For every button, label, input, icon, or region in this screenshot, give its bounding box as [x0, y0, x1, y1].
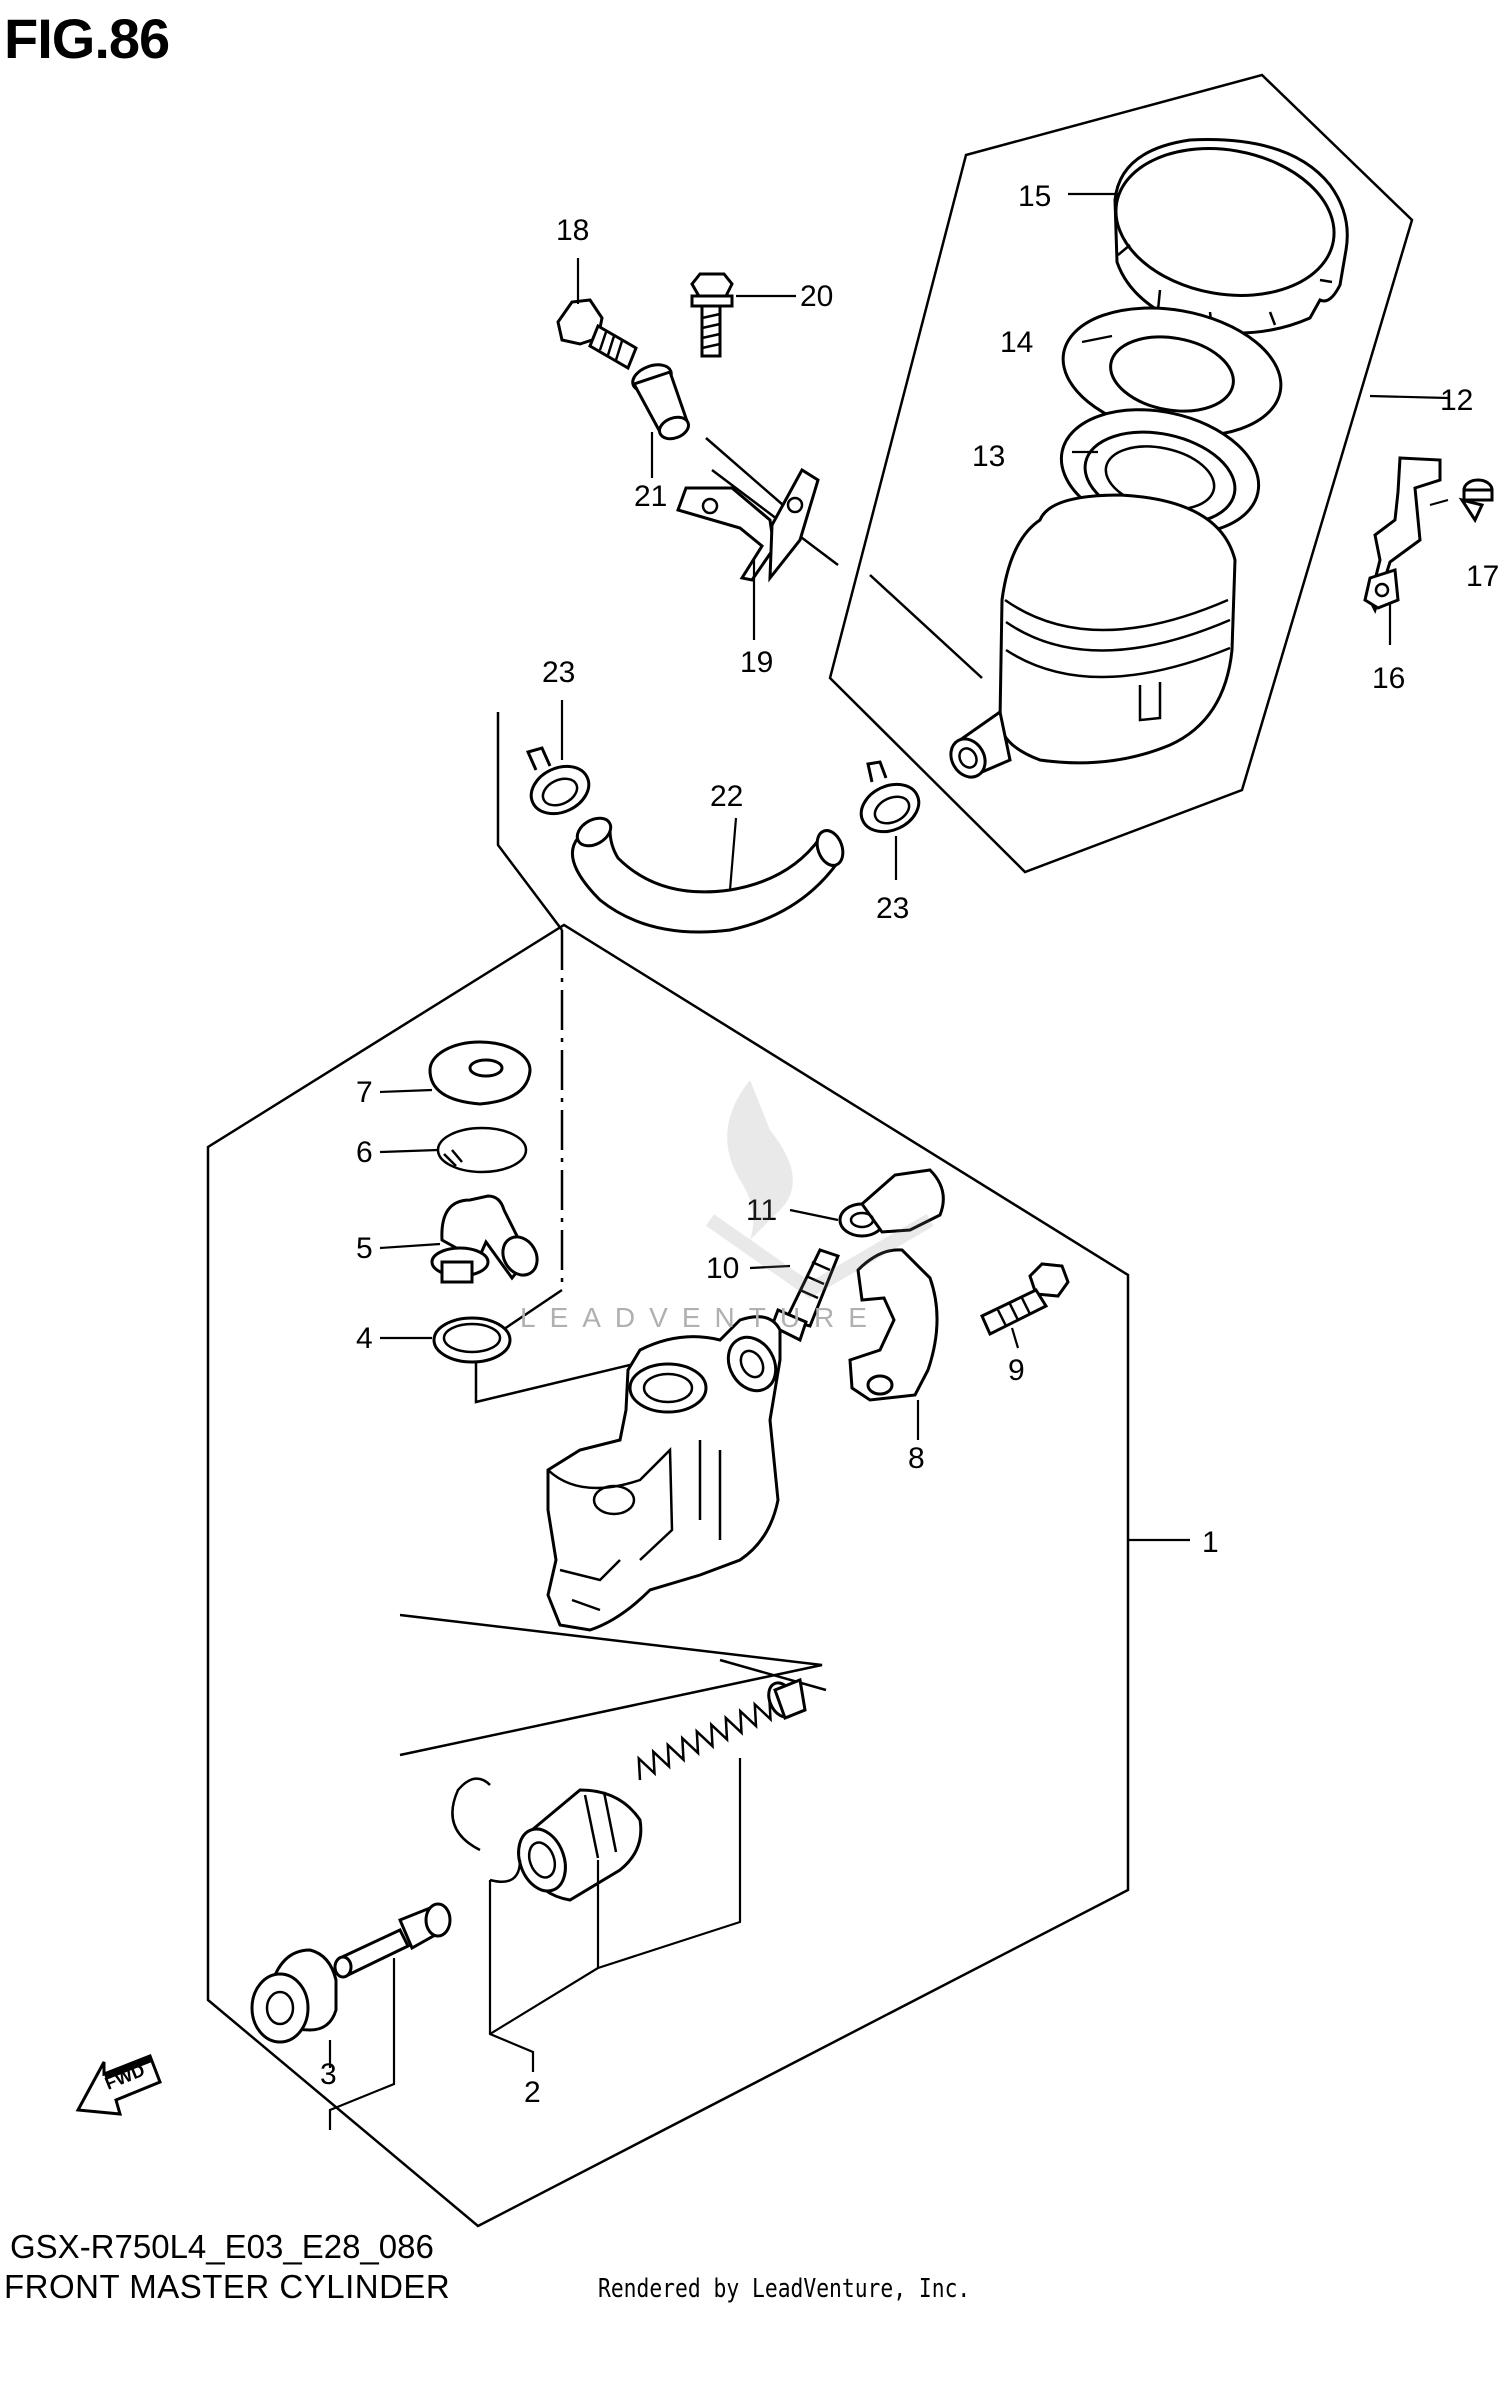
callout-9: 9 — [1008, 1354, 1025, 1387]
callout-14: 14 — [1000, 326, 1033, 359]
guide-line-bracket — [705, 437, 784, 506]
guide-line-upper — [496, 712, 563, 931]
callout-23-lower: 23 — [876, 892, 909, 925]
union-bolt — [556, 298, 638, 371]
callout-4: 4 — [356, 1322, 373, 1355]
callout-1: 1 — [1202, 1526, 1219, 1559]
callout-2: 2 — [524, 2076, 541, 2109]
boot — [428, 1040, 532, 1106]
reservoir-connector — [430, 1194, 539, 1284]
master-cylinder-group-frame — [206, 923, 1130, 2228]
reservoir-cap — [1113, 138, 1349, 335]
hose-elbow — [631, 363, 691, 441]
mounting-bolt — [690, 272, 734, 358]
callout-7: 7 — [356, 1076, 373, 1109]
watermark-flame-icon — [705, 1080, 934, 1299]
callout-6: 6 — [356, 1136, 373, 1169]
figure-title: FIG.86 — [4, 7, 170, 70]
bleeder-cap — [838, 1168, 945, 1238]
callout-23-upper: 23 — [542, 656, 575, 689]
callout-19: 19 — [740, 646, 773, 679]
reservoir-hose — [570, 816, 845, 934]
fwd-arrow-icon: FWD — [75, 2054, 162, 2116]
callout-5: 5 — [356, 1232, 373, 1265]
piston-circlip — [451, 1777, 522, 1883]
bracket-screw — [1458, 478, 1494, 524]
primary-cup — [517, 1788, 643, 1902]
callout-15: 15 — [1018, 180, 1051, 213]
watermark-text: LEADVENTURE — [520, 1302, 881, 1333]
callout-20: 20 — [800, 280, 833, 313]
guide-line-piston — [399, 1613, 823, 1757]
spring — [637, 1677, 807, 1781]
push-rod — [333, 1902, 452, 1979]
dust-boot — [250, 1948, 338, 2044]
callout-12: 12 — [1440, 384, 1473, 417]
leader-2c — [597, 1758, 742, 1970]
master-cylinder-holder — [848, 1248, 939, 1402]
callout-17: 17 — [1466, 560, 1499, 593]
reservoir-body — [949, 493, 1237, 779]
callout-10: 10 — [706, 1252, 739, 1285]
reservoir-group-frame — [828, 73, 1414, 874]
guide-line-body — [474, 1288, 639, 1404]
model-code: GSX-R750L4_E03_E28_086 — [10, 2228, 434, 2265]
callout-11: 11 — [746, 1194, 777, 1227]
callout-21: 21 — [634, 480, 667, 513]
callout-22: 22 — [710, 780, 743, 813]
circlip — [436, 1126, 528, 1174]
diaphragm-plate — [1061, 306, 1283, 438]
callout-18: 18 — [556, 214, 589, 247]
reservoir-stay — [676, 467, 820, 583]
guide-line-reservoir — [869, 574, 983, 679]
holder-bolt — [980, 1262, 1070, 1337]
guide-line-spring — [719, 1658, 827, 1692]
callout-16: 16 — [1372, 662, 1405, 695]
leader-3 — [328, 1958, 396, 2130]
reservoir-bracket — [1363, 456, 1442, 614]
callout-3: 3 — [320, 2058, 337, 2091]
render-credit: Rendered by LeadVenture, Inc. — [598, 2274, 971, 2304]
callout-13: 13 — [972, 440, 1005, 473]
callout-leaders — [379, 192, 1449, 1542]
part-name: FRONT MASTER CYLINDER — [4, 2268, 451, 2305]
o-ring — [432, 1316, 512, 1364]
hose-clamp-upper — [525, 746, 591, 816]
leader-2 — [488, 1880, 535, 2072]
callout-8: 8 — [908, 1442, 925, 1475]
master-cylinder-body — [546, 1315, 782, 1632]
hose-clamp-lower — [859, 760, 921, 834]
